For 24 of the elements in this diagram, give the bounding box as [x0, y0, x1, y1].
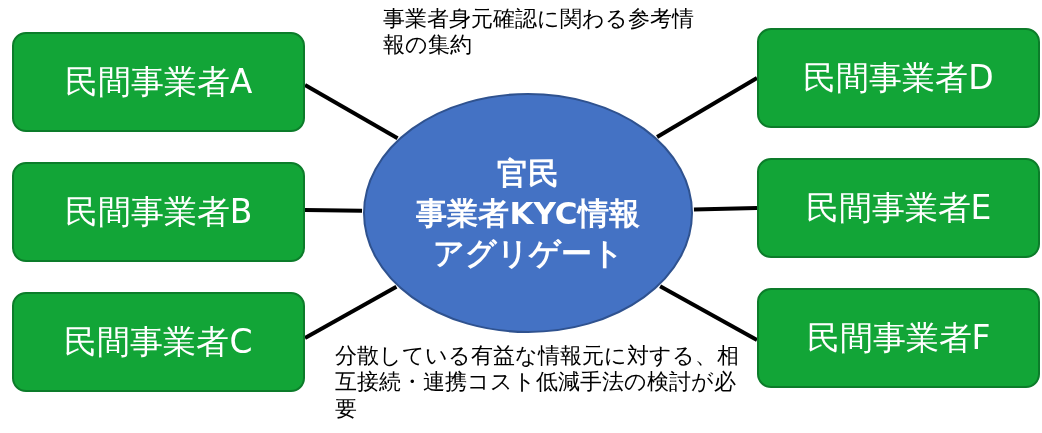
process-box: [12, 32, 305, 132]
process-box: [12, 292, 305, 392]
process-box: [757, 158, 1040, 258]
node-text: 事業者KYC情報: [416, 193, 640, 233]
node-text: 官民: [497, 153, 559, 193]
connector-line: [304, 208, 363, 213]
node-text: 民間事業者A: [64, 60, 253, 103]
connector-line: [659, 284, 758, 342]
node-text: アグリゲート: [432, 234, 624, 274]
process-box: [12, 162, 305, 262]
note-text: 事業者身元確認に関わる参考情報の集約: [383, 6, 695, 59]
connector-line: [304, 285, 398, 340]
node-text: 民間事業者E: [805, 186, 992, 229]
process-box: [757, 28, 1040, 128]
node-text: 民間事業者B: [64, 190, 253, 233]
hub-ellipse: [362, 92, 694, 334]
node-text: 民間事業者F: [806, 316, 991, 359]
note-text: 分散している有益な情報元に対する、相互接続・連携コスト低減手法の検討が必要: [335, 343, 740, 423]
process-box: [757, 288, 1040, 388]
connector-line: [304, 83, 399, 140]
connector-line: [656, 76, 758, 139]
node-text: 民間事業者C: [64, 320, 253, 363]
connector-line: [693, 206, 758, 212]
node-text: 民間事業者D: [803, 56, 994, 99]
